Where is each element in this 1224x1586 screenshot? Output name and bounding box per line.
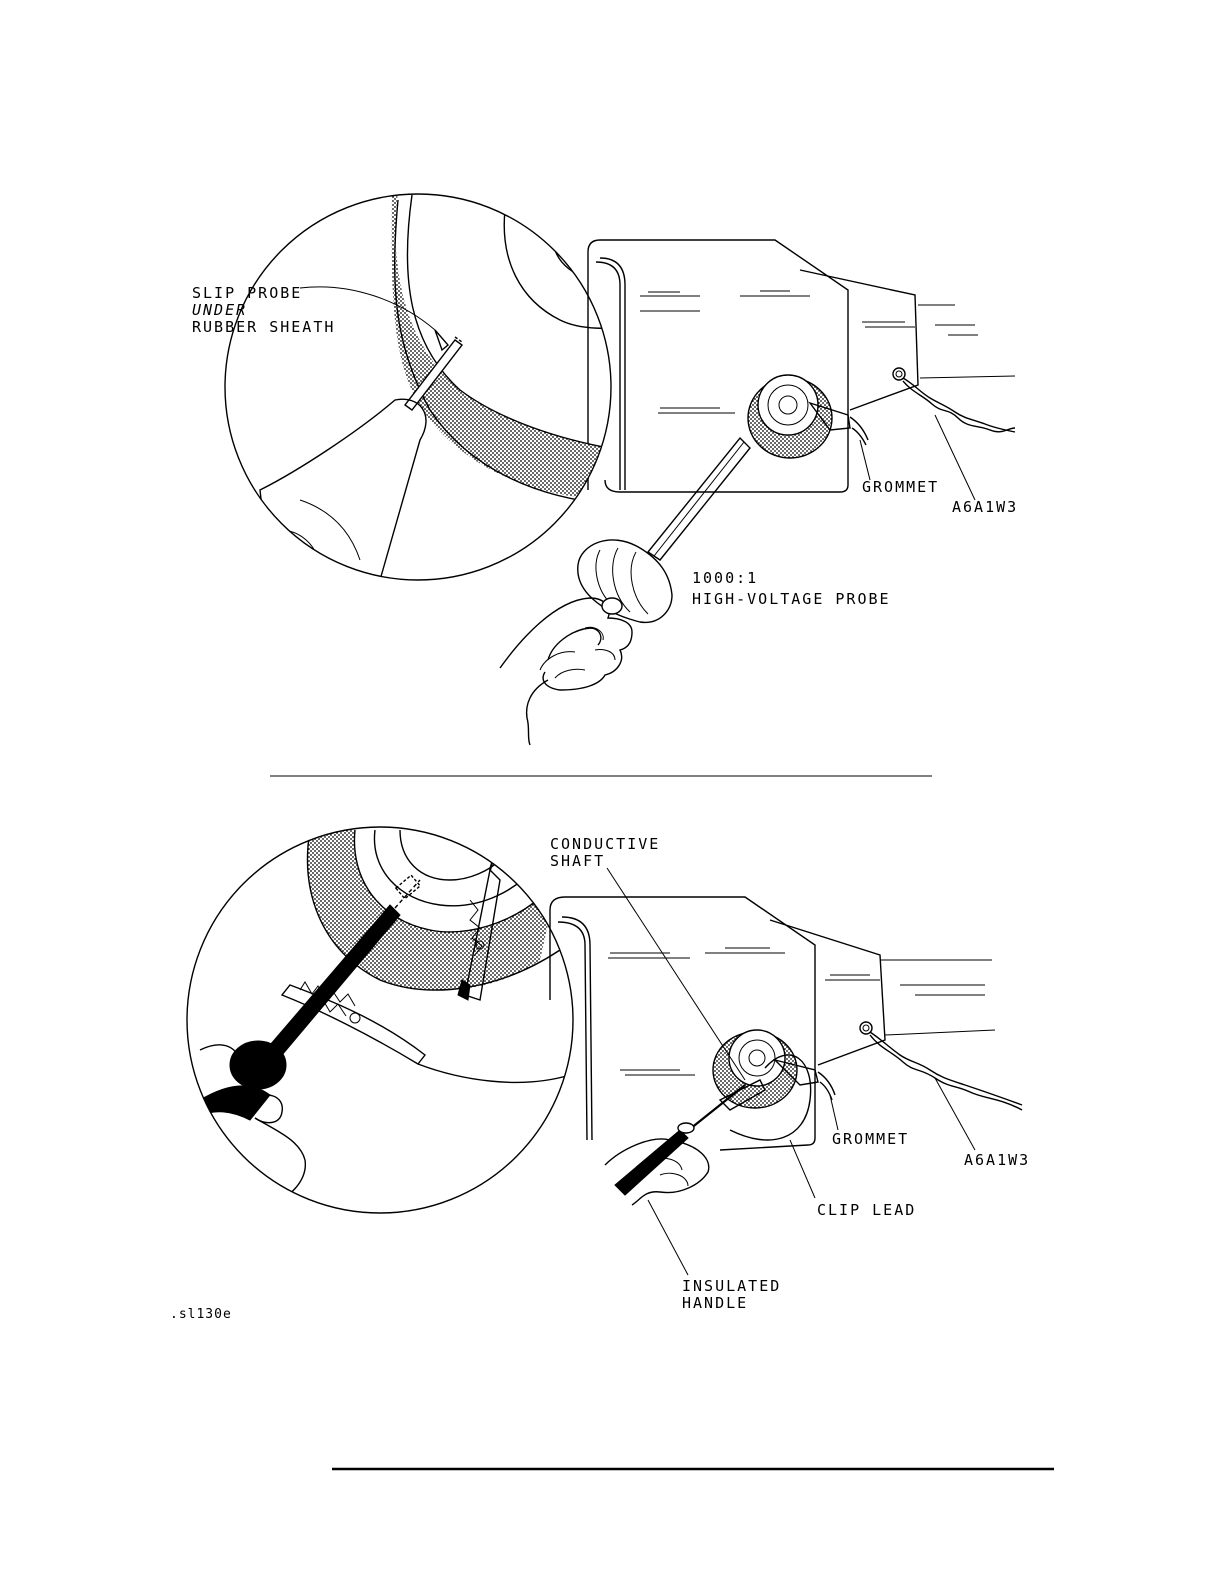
- crt-neck-top: [800, 270, 1015, 432]
- callout-slip-probe: SLIP PROBE: [192, 284, 302, 302]
- cable-leader-bottom: [935, 1078, 975, 1150]
- cable-label-bottom: A6A1W3: [964, 1151, 1030, 1169]
- top-figure: SLIP PROBE UNDER RUBBER SHEATH GROMMET A…: [192, 190, 1018, 745]
- callout-rubber-sheath: RUBBER SHEATH: [192, 318, 335, 336]
- bottom-figure: CONDUCTIVE SHAFT GROMMET A6A1W3 CLIP LEA…: [187, 827, 1030, 1312]
- conductive-label: CONDUCTIVE: [550, 835, 660, 853]
- crt-neck-bottom: [770, 920, 1022, 1110]
- shaft-label: SHAFT: [550, 852, 605, 870]
- cable-leader-top: [935, 415, 975, 500]
- grommet-leader-top: [860, 440, 870, 480]
- crt-body-bottom: [550, 897, 815, 1150]
- insulated-label: INSULATED: [682, 1277, 781, 1295]
- clip-lead-leader: [790, 1140, 815, 1198]
- handle-label: HANDLE: [682, 1294, 748, 1312]
- clip-lead-label: CLIP LEAD: [817, 1201, 916, 1219]
- anode-cap-top: [748, 375, 868, 458]
- probe-name-label: HIGH-VOLTAGE PROBE: [692, 590, 891, 608]
- callout-under: UNDER: [192, 301, 247, 319]
- grommet-label-top: GROMMET: [862, 478, 939, 496]
- grommet-leader-bottom: [830, 1095, 838, 1130]
- probe-ratio-label: 1000:1: [692, 569, 758, 587]
- grommet-label-bottom: GROMMET: [832, 1130, 909, 1148]
- anode-cap-bottom: [713, 1030, 835, 1140]
- figure-id: .sl130e: [170, 1307, 232, 1322]
- handle-leader: [648, 1200, 688, 1275]
- cable-label-top: A6A1W3: [952, 498, 1018, 516]
- shaft-leader: [607, 868, 745, 1080]
- magnified-view-bottom: [187, 827, 573, 1213]
- magnified-view-top: [225, 190, 640, 580]
- hand-holding-probe: [500, 598, 632, 745]
